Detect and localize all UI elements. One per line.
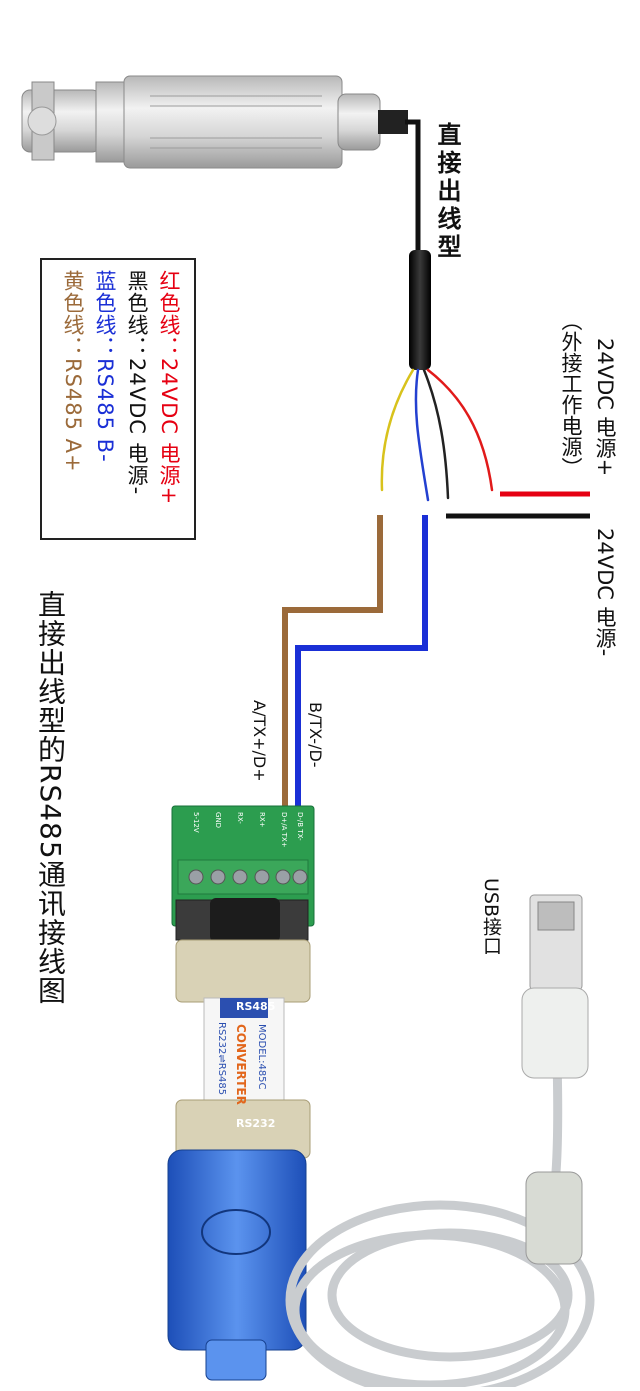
power-negative-label: 24VDC 电源- bbox=[593, 528, 617, 657]
legend-wire-yellow: 黄色线： bbox=[61, 270, 85, 358]
legend-row-blue: 蓝色线：RS485 B- bbox=[90, 270, 120, 463]
pressure-transmitter bbox=[21, 75, 408, 169]
power-positive-note: （外接工作电源） bbox=[559, 310, 583, 478]
legend-row-red: 红色线：24VDC 电源+ bbox=[154, 270, 184, 505]
legend-row-black: 黑色线：24VDC 电源- bbox=[122, 270, 152, 495]
legend-meaning-black: 24VDC 电源- bbox=[125, 358, 149, 496]
legend-row-yellow: 黄色线：RS485 A+ bbox=[58, 270, 88, 473]
diagram-title: 直接出线型的RS485通讯接线图 bbox=[34, 590, 67, 1005]
legend-meaning-yellow: RS485 A+ bbox=[61, 358, 85, 473]
terminal-label-5: GND bbox=[214, 812, 222, 829]
terminal-label-1: D-/B TX- bbox=[296, 812, 304, 841]
legend-wire-blue: 蓝色线： bbox=[93, 270, 117, 358]
rs485-converter bbox=[171, 805, 315, 1159]
legend-meaning-blue: RS485 B- bbox=[93, 358, 117, 463]
converter-rs485-label: RS485 bbox=[236, 1000, 276, 1013]
converter-rs232-label: RS232 bbox=[236, 1117, 276, 1130]
terminal-label-2: D+/A TX+ bbox=[280, 812, 288, 848]
legend-meaning-red: 24VDC 电源+ bbox=[157, 358, 181, 506]
power-positive-label: 24VDC 电源+ bbox=[593, 338, 617, 477]
terminal-label-3: RX+ bbox=[258, 812, 266, 828]
b-line-label: B/TX-/D- bbox=[306, 702, 325, 768]
converter-name-text: CONVERTER bbox=[234, 1024, 248, 1105]
legend-wire-black: 黑色线： bbox=[125, 270, 149, 358]
converter-conversion-text: RS232⇌RS485 bbox=[216, 1022, 227, 1096]
legend-wire-red: 红色线： bbox=[157, 270, 181, 358]
usb-plug bbox=[521, 894, 589, 1265]
a-line-label: A/TX+/D+ bbox=[250, 700, 269, 782]
converter-model-text: MODEL:485C bbox=[256, 1024, 267, 1090]
terminal-label-6: 5-12V bbox=[192, 812, 200, 833]
signal-wires bbox=[282, 515, 428, 868]
usb-port-label: USB接口 bbox=[480, 878, 502, 956]
direct-lead-label: 直接出线型 bbox=[433, 122, 461, 262]
wire-strands bbox=[380, 368, 494, 502]
black-cable bbox=[405, 119, 431, 370]
power-leads bbox=[446, 491, 590, 519]
wire-color-legend: 红色线：24VDC 电源+ 黑色线：24VDC 电源- 蓝色线：RS485 B-… bbox=[40, 258, 196, 540]
usb-adapter bbox=[167, 1149, 307, 1381]
terminal-label-4: RX- bbox=[236, 812, 244, 824]
